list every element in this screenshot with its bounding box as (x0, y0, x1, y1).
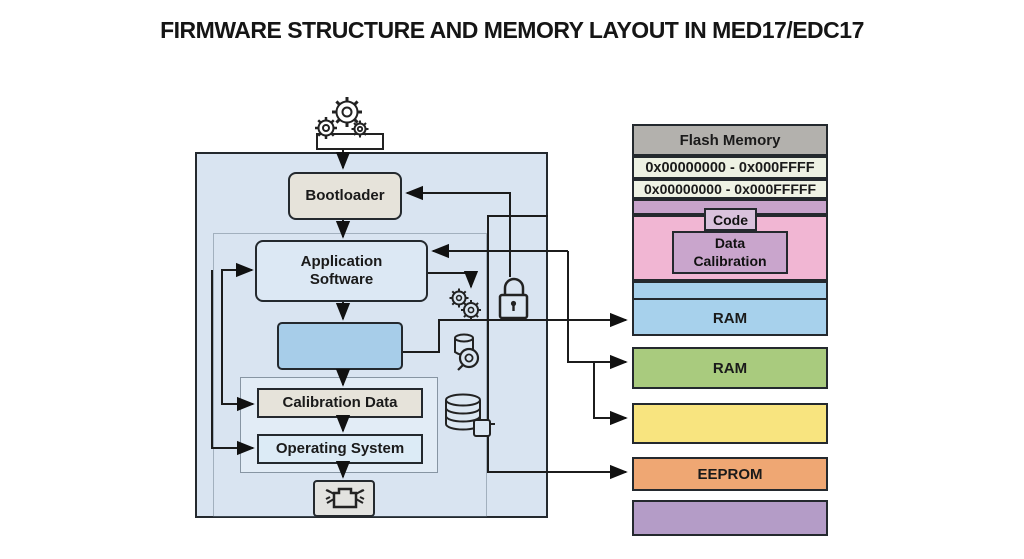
ram-blue-label: RAM (712, 309, 748, 327)
flash-memory-label: Flash Memory (679, 131, 781, 149)
memory-row-address-1: 0x00000000 - 0x000FFFF (632, 156, 828, 179)
ram-green-label: RAM (712, 359, 748, 377)
arrow-appsw-to-ram-green (567, 251, 628, 370)
memory-row-yellow (632, 403, 828, 444)
code-label: Code (713, 211, 748, 228)
operating-system-box: Operating System (257, 434, 423, 464)
data-calibration-box: Data Calibration (672, 231, 788, 274)
gears-icon (315, 97, 384, 150)
calibration-data-label: Calibration Data (282, 394, 398, 411)
memory-row-eeprom: EEPROM (632, 457, 828, 491)
ram-blue-strip (634, 283, 826, 300)
application-software-box: Application Software (255, 240, 428, 302)
operating-system-label: Operating System (275, 440, 405, 457)
ecu-chip-box (313, 480, 375, 517)
bootloader-box: Bootloader (288, 172, 402, 220)
unlabeled-blue-box (277, 322, 403, 370)
memory-row-address-2: 0x00000000 - 0x000FFFFF (632, 179, 828, 199)
address-range-2: 0x00000000 - 0x000FFFFF (644, 181, 816, 197)
code-box: Code (704, 208, 757, 231)
application-software-label: Application Software (300, 253, 383, 288)
calibration-data-box: Calibration Data (257, 388, 423, 418)
memory-row-purple (632, 500, 828, 536)
arrow-branch-to-yellow (593, 362, 628, 426)
eeprom-label: EEPROM (697, 465, 763, 483)
page-title: FIRMWARE STRUCTURE AND MEMORY LAYOUT IN … (160, 17, 864, 43)
memory-row-ram-blue: RAM (632, 281, 828, 336)
address-range-1: 0x00000000 - 0x000FFFF (645, 159, 815, 176)
bootloader-label: Bootloader (305, 187, 385, 204)
memory-row-ram-green: RAM (632, 347, 828, 389)
memory-row-flash: Flash Memory (632, 124, 828, 156)
data-calibration-label: Data Calibration (693, 235, 767, 269)
